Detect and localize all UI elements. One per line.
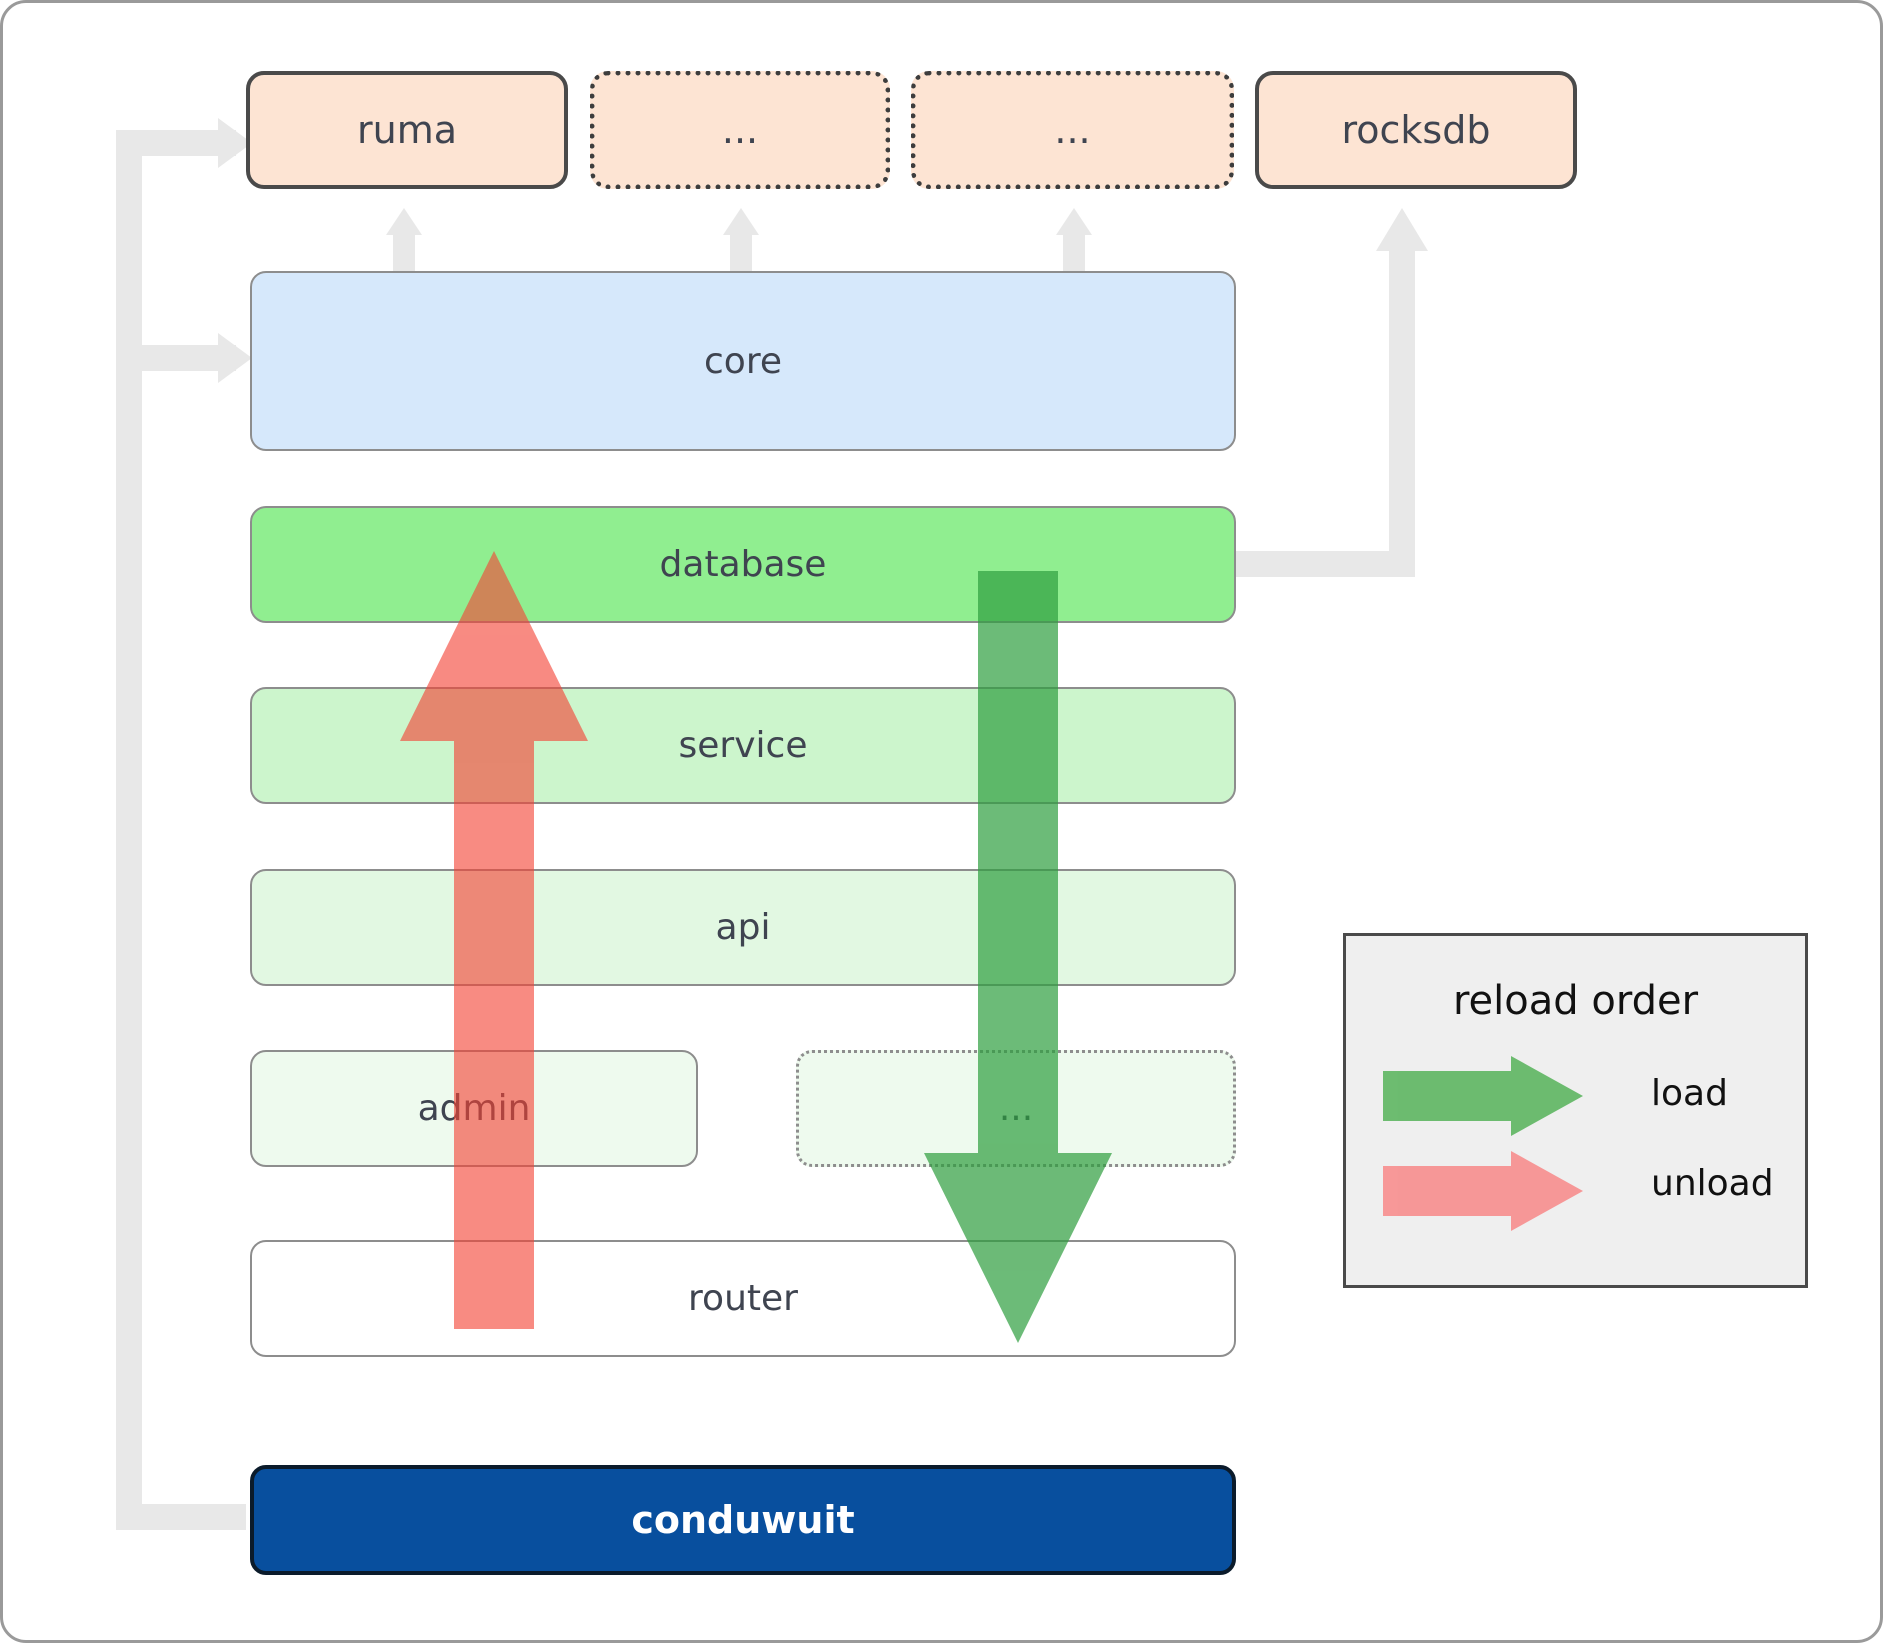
flow-arrow-layer [400,551,1112,1343]
right-vertical-stem [1389,248,1415,577]
layer-label: service [678,725,808,766]
dependency-label: rocksdb [1341,108,1491,152]
dependency-label: ... [1054,108,1091,152]
layer-label: api [715,907,771,948]
dependency-label: ruma [356,108,457,152]
db-to-right-stem [1235,551,1415,577]
dependency-box-ruma[interactable]: ruma [246,71,568,189]
legend-panel: reload order load unload [1343,933,1808,1288]
left-connector-group [116,118,252,1530]
dependency-label: ... [721,108,759,152]
legend-title: reload order [1452,978,1699,1024]
right-connector-group [1235,208,1428,577]
layer-label: admin [417,1088,531,1129]
layer-box-admin[interactable]: admin [250,1050,698,1167]
legend-label-unload: unload [1651,1163,1774,1204]
core-up-head-2 [723,208,759,235]
layer-box-api[interactable]: api [250,869,1236,986]
layer-box-ellipsis[interactable]: ... [796,1050,1236,1167]
core-label: core [704,340,782,382]
core-up-head-1 [386,208,422,235]
core-up-stem-2 [730,228,752,273]
legend-icon-layer [1383,1056,1583,1231]
branch-ruma-stem [116,130,236,156]
layer-label: router [688,1278,798,1319]
legend-label-load: load [1651,1073,1728,1114]
dependency-box-ellipsis-1[interactable]: ... [590,71,890,189]
layer-label: database [659,544,827,585]
rocksdb-arrowhead [1376,208,1428,251]
core-up-stem-1 [393,228,415,273]
branch-core-stem [116,345,236,371]
left-trunk [116,130,142,1530]
core-up-head-3 [1056,208,1092,235]
layer-box-database[interactable]: database [250,506,1236,623]
layer-box-router[interactable]: router [250,1240,1236,1357]
core-up-stem-3 [1063,228,1085,273]
branch-core-arrowhead [218,333,252,383]
layer-box-service[interactable]: service [250,687,1236,804]
layer-label: ... [998,1088,1034,1129]
core-up-arrows [386,208,1092,273]
app-label: conduwuit [631,1498,855,1542]
connector-layer [116,118,1428,1530]
left-trunk-to-app [116,1504,246,1530]
core-box[interactable]: core [250,271,1236,451]
dependency-box-ellipsis-2[interactable]: ... [911,71,1234,189]
dependency-box-rocksdb[interactable]: rocksdb [1255,71,1577,189]
app-box-conduwuit[interactable]: conduwuit [250,1465,1236,1575]
